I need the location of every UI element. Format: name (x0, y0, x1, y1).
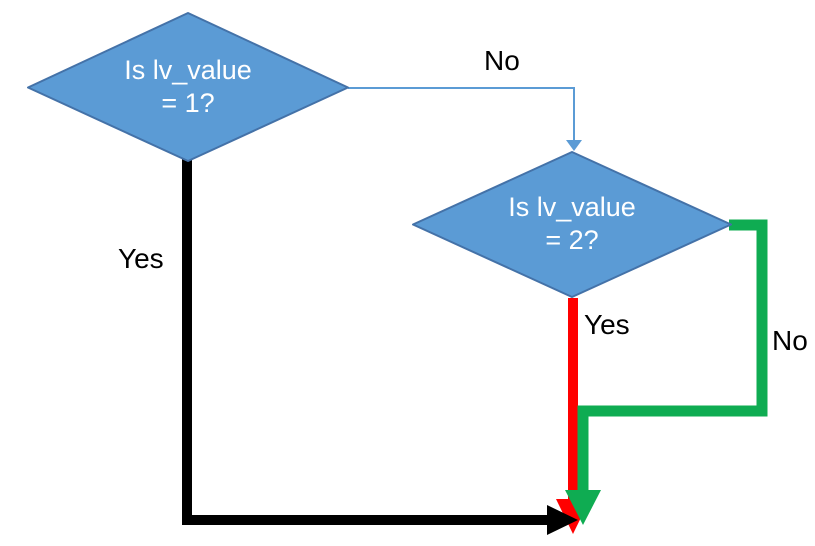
edge-yes2-label: Yes (584, 309, 630, 340)
edge-no2-label: No (772, 325, 808, 356)
edge-no1-arrowhead (566, 140, 582, 151)
edge-yes1-arrowhead (547, 505, 578, 535)
edge-yes1-line (182, 159, 547, 525)
decision1-diamond (27, 12, 349, 162)
edge-no2-arrowhead (565, 490, 601, 525)
edge-no1-line (348, 87, 575, 140)
edge-yes1-label: Yes (118, 243, 164, 274)
edge-no2-line (577, 219, 768, 492)
edge-no1-label: No (484, 45, 520, 76)
decision2-diamond (412, 151, 732, 298)
